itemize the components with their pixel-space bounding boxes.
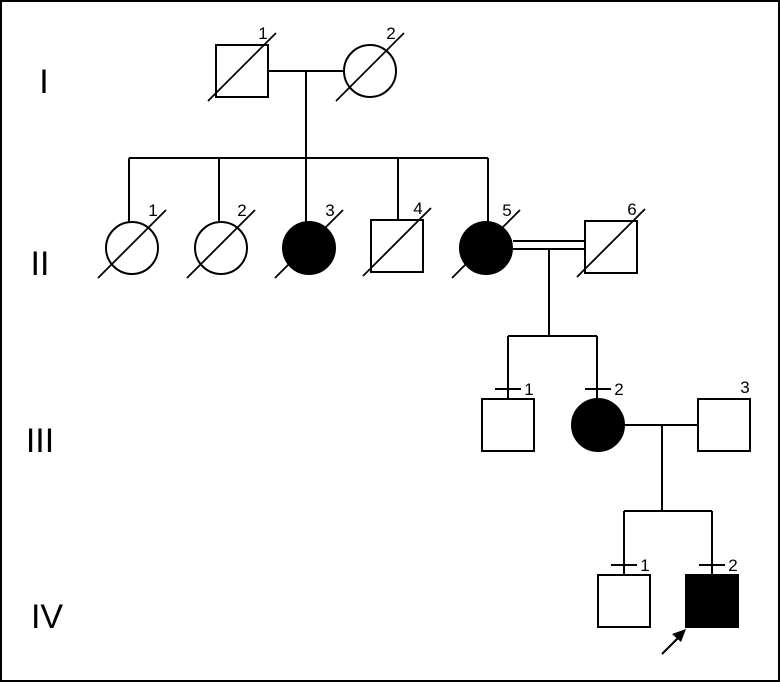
individual-number: 1 — [258, 24, 267, 43]
individual-number: 3 — [740, 378, 749, 397]
individual-i-2: 2 — [335, 24, 405, 102]
individual-iv-2: 2 — [685, 556, 739, 628]
individual-iv-1: 1 — [597, 556, 651, 628]
proband-arrow-head — [672, 629, 686, 642]
unaffected-female-symbol — [194, 221, 248, 275]
individual-ii-4: 4 — [362, 199, 432, 277]
deceased-slash — [186, 209, 256, 279]
unaffected-male-symbol — [597, 574, 651, 628]
proband-arrow-shaft — [661, 635, 681, 655]
generation-label-i: I — [39, 63, 48, 101]
deceased-slash — [576, 208, 646, 278]
unaffected-male-symbol — [370, 219, 424, 273]
individuals-layer: 1 2 1 2 3 4 5 6 1 2 3 1 2 — [97, 24, 751, 628]
unaffected-male-symbol — [584, 220, 638, 274]
proband-arrow — [661, 629, 686, 655]
deceased-slash — [207, 32, 277, 102]
individual-number: 5 — [502, 201, 511, 220]
individual-number: 3 — [325, 201, 334, 220]
individual-iii-1: 1 — [481, 380, 535, 452]
generation-label-ii: II — [31, 245, 50, 283]
deceased-slash — [362, 207, 432, 277]
individual-ii-3: 3 — [274, 201, 344, 279]
individual-number: 1 — [148, 201, 157, 220]
generation-label-iv: IV — [31, 598, 63, 636]
individual-number: 4 — [413, 199, 422, 218]
deceased-slash — [451, 209, 521, 279]
generation-label-iii: III — [26, 422, 54, 460]
individual-number: 6 — [627, 200, 636, 219]
individual-number: 1 — [524, 380, 533, 399]
affected-female-symbol — [459, 221, 513, 275]
individual-iii-2: 2 — [571, 380, 625, 452]
individual-number: 2 — [728, 556, 737, 575]
individual-number: 2 — [614, 380, 623, 399]
individual-number: 2 — [386, 24, 395, 43]
individual-iii-3: 3 — [697, 378, 751, 452]
affected-male-symbol — [685, 574, 739, 628]
affected-female-symbol — [571, 398, 625, 452]
individual-ii-6: 6 — [576, 200, 646, 278]
unaffected-male-symbol — [697, 398, 751, 452]
unaffected-male-symbol — [215, 44, 269, 98]
individual-number: 1 — [640, 556, 649, 575]
deceased-slash — [335, 32, 405, 102]
deceased-slash — [97, 209, 167, 279]
unaffected-female-symbol — [105, 221, 159, 275]
affected-female-symbol — [282, 221, 336, 275]
individual-ii-2: 2 — [186, 201, 256, 279]
individual-ii-5: 5 — [451, 201, 521, 279]
unaffected-male-symbol — [481, 398, 535, 452]
individual-i-1: 1 — [207, 24, 277, 102]
deceased-slash — [274, 209, 344, 279]
individual-ii-1: 1 — [97, 201, 167, 279]
individual-number: 2 — [237, 201, 246, 220]
unaffected-female-symbol — [343, 44, 397, 98]
